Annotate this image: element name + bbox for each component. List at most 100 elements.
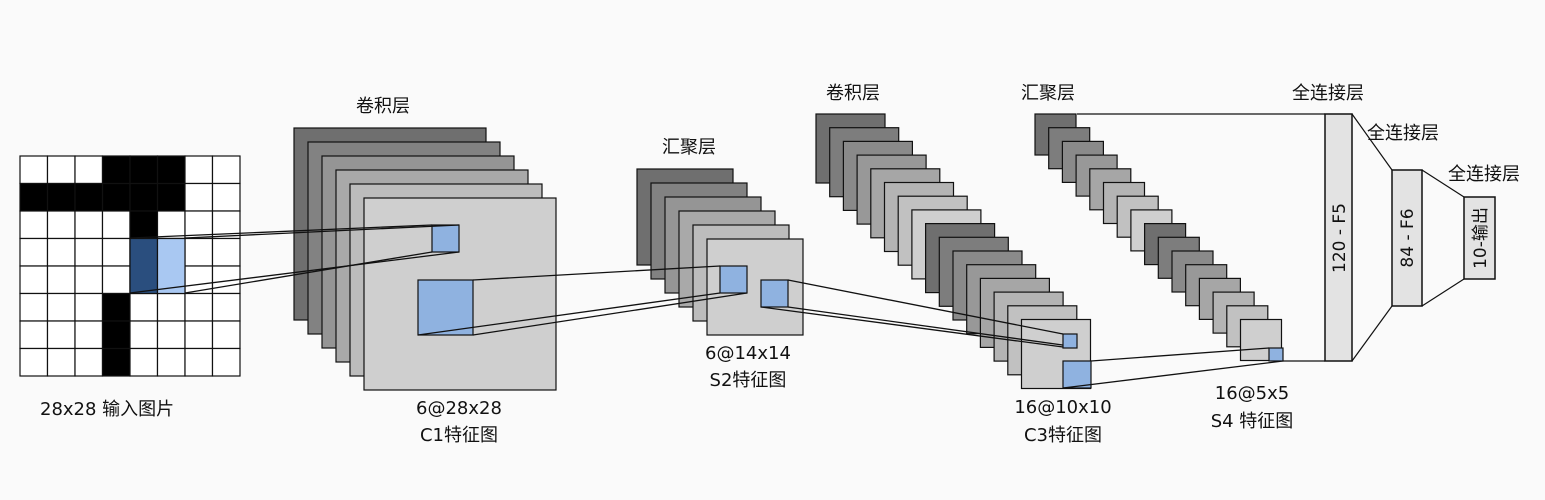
connector-line bbox=[417, 292, 721, 336]
c3-feature-map-stack bbox=[815, 113, 1092, 390]
f6-layer-box bbox=[1391, 169, 1423, 307]
c3-name: C3特征图 bbox=[1023, 425, 1103, 446]
input-pixel bbox=[129, 347, 159, 377]
input-pixel bbox=[19, 182, 49, 212]
connector-line bbox=[472, 265, 721, 281]
input-pixel bbox=[184, 320, 214, 350]
input-pixel bbox=[74, 292, 104, 322]
input-pixel bbox=[156, 182, 186, 212]
input-pixel bbox=[46, 347, 76, 377]
input-image-grid bbox=[19, 155, 241, 377]
c3-pool-window bbox=[1062, 360, 1092, 389]
input-pixel bbox=[46, 265, 76, 295]
f6-title: 全连接层 bbox=[1367, 123, 1439, 144]
input-pixel bbox=[129, 210, 159, 240]
connector-line bbox=[1062, 360, 1284, 389]
input-pixel bbox=[19, 292, 49, 322]
receptive-field-dark bbox=[129, 237, 159, 295]
input-pixel bbox=[46, 320, 76, 350]
output-title: 全连接层 bbox=[1448, 164, 1520, 185]
connector-line bbox=[129, 224, 433, 239]
input-pixel bbox=[101, 265, 131, 295]
input-pixel bbox=[129, 182, 159, 212]
connector-line bbox=[184, 251, 433, 294]
input-pixel bbox=[211, 237, 241, 267]
input-pixel bbox=[46, 155, 76, 185]
input-pixel bbox=[101, 182, 131, 212]
s2-dims: 6@14x14 bbox=[705, 343, 791, 364]
s2-pool-target bbox=[719, 265, 748, 294]
c3-title: 卷积层 bbox=[826, 83, 880, 104]
s2-feature-map-stack bbox=[636, 168, 804, 336]
input-pixel bbox=[101, 155, 131, 185]
s2-kernel-window bbox=[760, 279, 789, 308]
input-pixel bbox=[184, 155, 214, 185]
input-pixel bbox=[156, 210, 186, 240]
feature-map bbox=[363, 197, 557, 391]
input-caption: 28x28 输入图片 bbox=[40, 399, 175, 420]
input-pixel bbox=[74, 237, 104, 267]
s2-name: S2特征图 bbox=[709, 370, 787, 391]
input-pixel bbox=[184, 292, 214, 322]
f6-layer-label: 84 - F6 bbox=[1398, 208, 1418, 267]
input-pixel bbox=[46, 210, 76, 240]
s4-feature-map-stack bbox=[1034, 113, 1283, 362]
input-pixel bbox=[211, 155, 241, 185]
s2-title: 汇聚层 bbox=[662, 137, 716, 158]
output-layer-box bbox=[1463, 196, 1496, 280]
input-pixel bbox=[184, 347, 214, 377]
output-layer-label: 10-输出 bbox=[1471, 207, 1491, 269]
input-pixel bbox=[19, 237, 49, 267]
s4-name: S4 特征图 bbox=[1210, 411, 1294, 432]
c1-dims: 6@28x28 bbox=[416, 398, 502, 419]
input-pixel bbox=[184, 182, 214, 212]
input-pixel bbox=[19, 155, 49, 185]
connector-line bbox=[787, 306, 1078, 348]
input-pixel bbox=[156, 292, 186, 322]
input-pixel bbox=[211, 320, 241, 350]
input-pixel bbox=[74, 320, 104, 350]
input-pixel bbox=[156, 347, 186, 377]
receptive-field-connectors bbox=[129, 224, 1284, 389]
connector-line bbox=[760, 306, 1064, 348]
f5-title: 全连接层 bbox=[1292, 83, 1364, 104]
c1-feature-map-stack bbox=[293, 127, 557, 391]
receptive-field-light bbox=[156, 237, 186, 295]
connector-line bbox=[472, 292, 748, 336]
fc-connections bbox=[1077, 113, 1465, 362]
c3-kernel-target bbox=[1062, 333, 1078, 349]
input-pixel bbox=[211, 347, 241, 377]
input-pixel bbox=[129, 292, 159, 322]
input-pixel bbox=[46, 292, 76, 322]
s4-title: 汇聚层 bbox=[1021, 83, 1075, 104]
input-pixel bbox=[19, 210, 49, 240]
input-pixel bbox=[74, 265, 104, 295]
connector-line bbox=[184, 224, 460, 239]
input-pixel bbox=[156, 155, 186, 185]
input-pixel bbox=[101, 292, 131, 322]
c1-kernel-target bbox=[431, 224, 460, 253]
input-pixel bbox=[19, 320, 49, 350]
c3-dims: 16@10x10 bbox=[1014, 397, 1112, 418]
connector-line bbox=[787, 279, 1064, 335]
s4-pool-target bbox=[1268, 347, 1284, 362]
input-pixel bbox=[101, 320, 131, 350]
input-pixel bbox=[74, 182, 104, 212]
input-pixel bbox=[74, 210, 104, 240]
f5-layer-box bbox=[1324, 113, 1353, 362]
s4-dims: 16@5x5 bbox=[1214, 383, 1290, 404]
c1-title: 卷积层 bbox=[356, 96, 410, 117]
connector-line bbox=[129, 251, 460, 294]
input-pixel bbox=[184, 237, 214, 267]
input-pixel bbox=[156, 320, 186, 350]
input-pixel bbox=[211, 182, 241, 212]
input-pixel bbox=[74, 155, 104, 185]
input-pixel bbox=[19, 265, 49, 295]
input-pixel bbox=[74, 347, 104, 377]
c1-name: C1特征图 bbox=[419, 425, 499, 446]
input-pixel bbox=[129, 155, 159, 185]
connector-line bbox=[1090, 347, 1270, 362]
input-pixel bbox=[211, 292, 241, 322]
input-pixel bbox=[19, 347, 49, 377]
